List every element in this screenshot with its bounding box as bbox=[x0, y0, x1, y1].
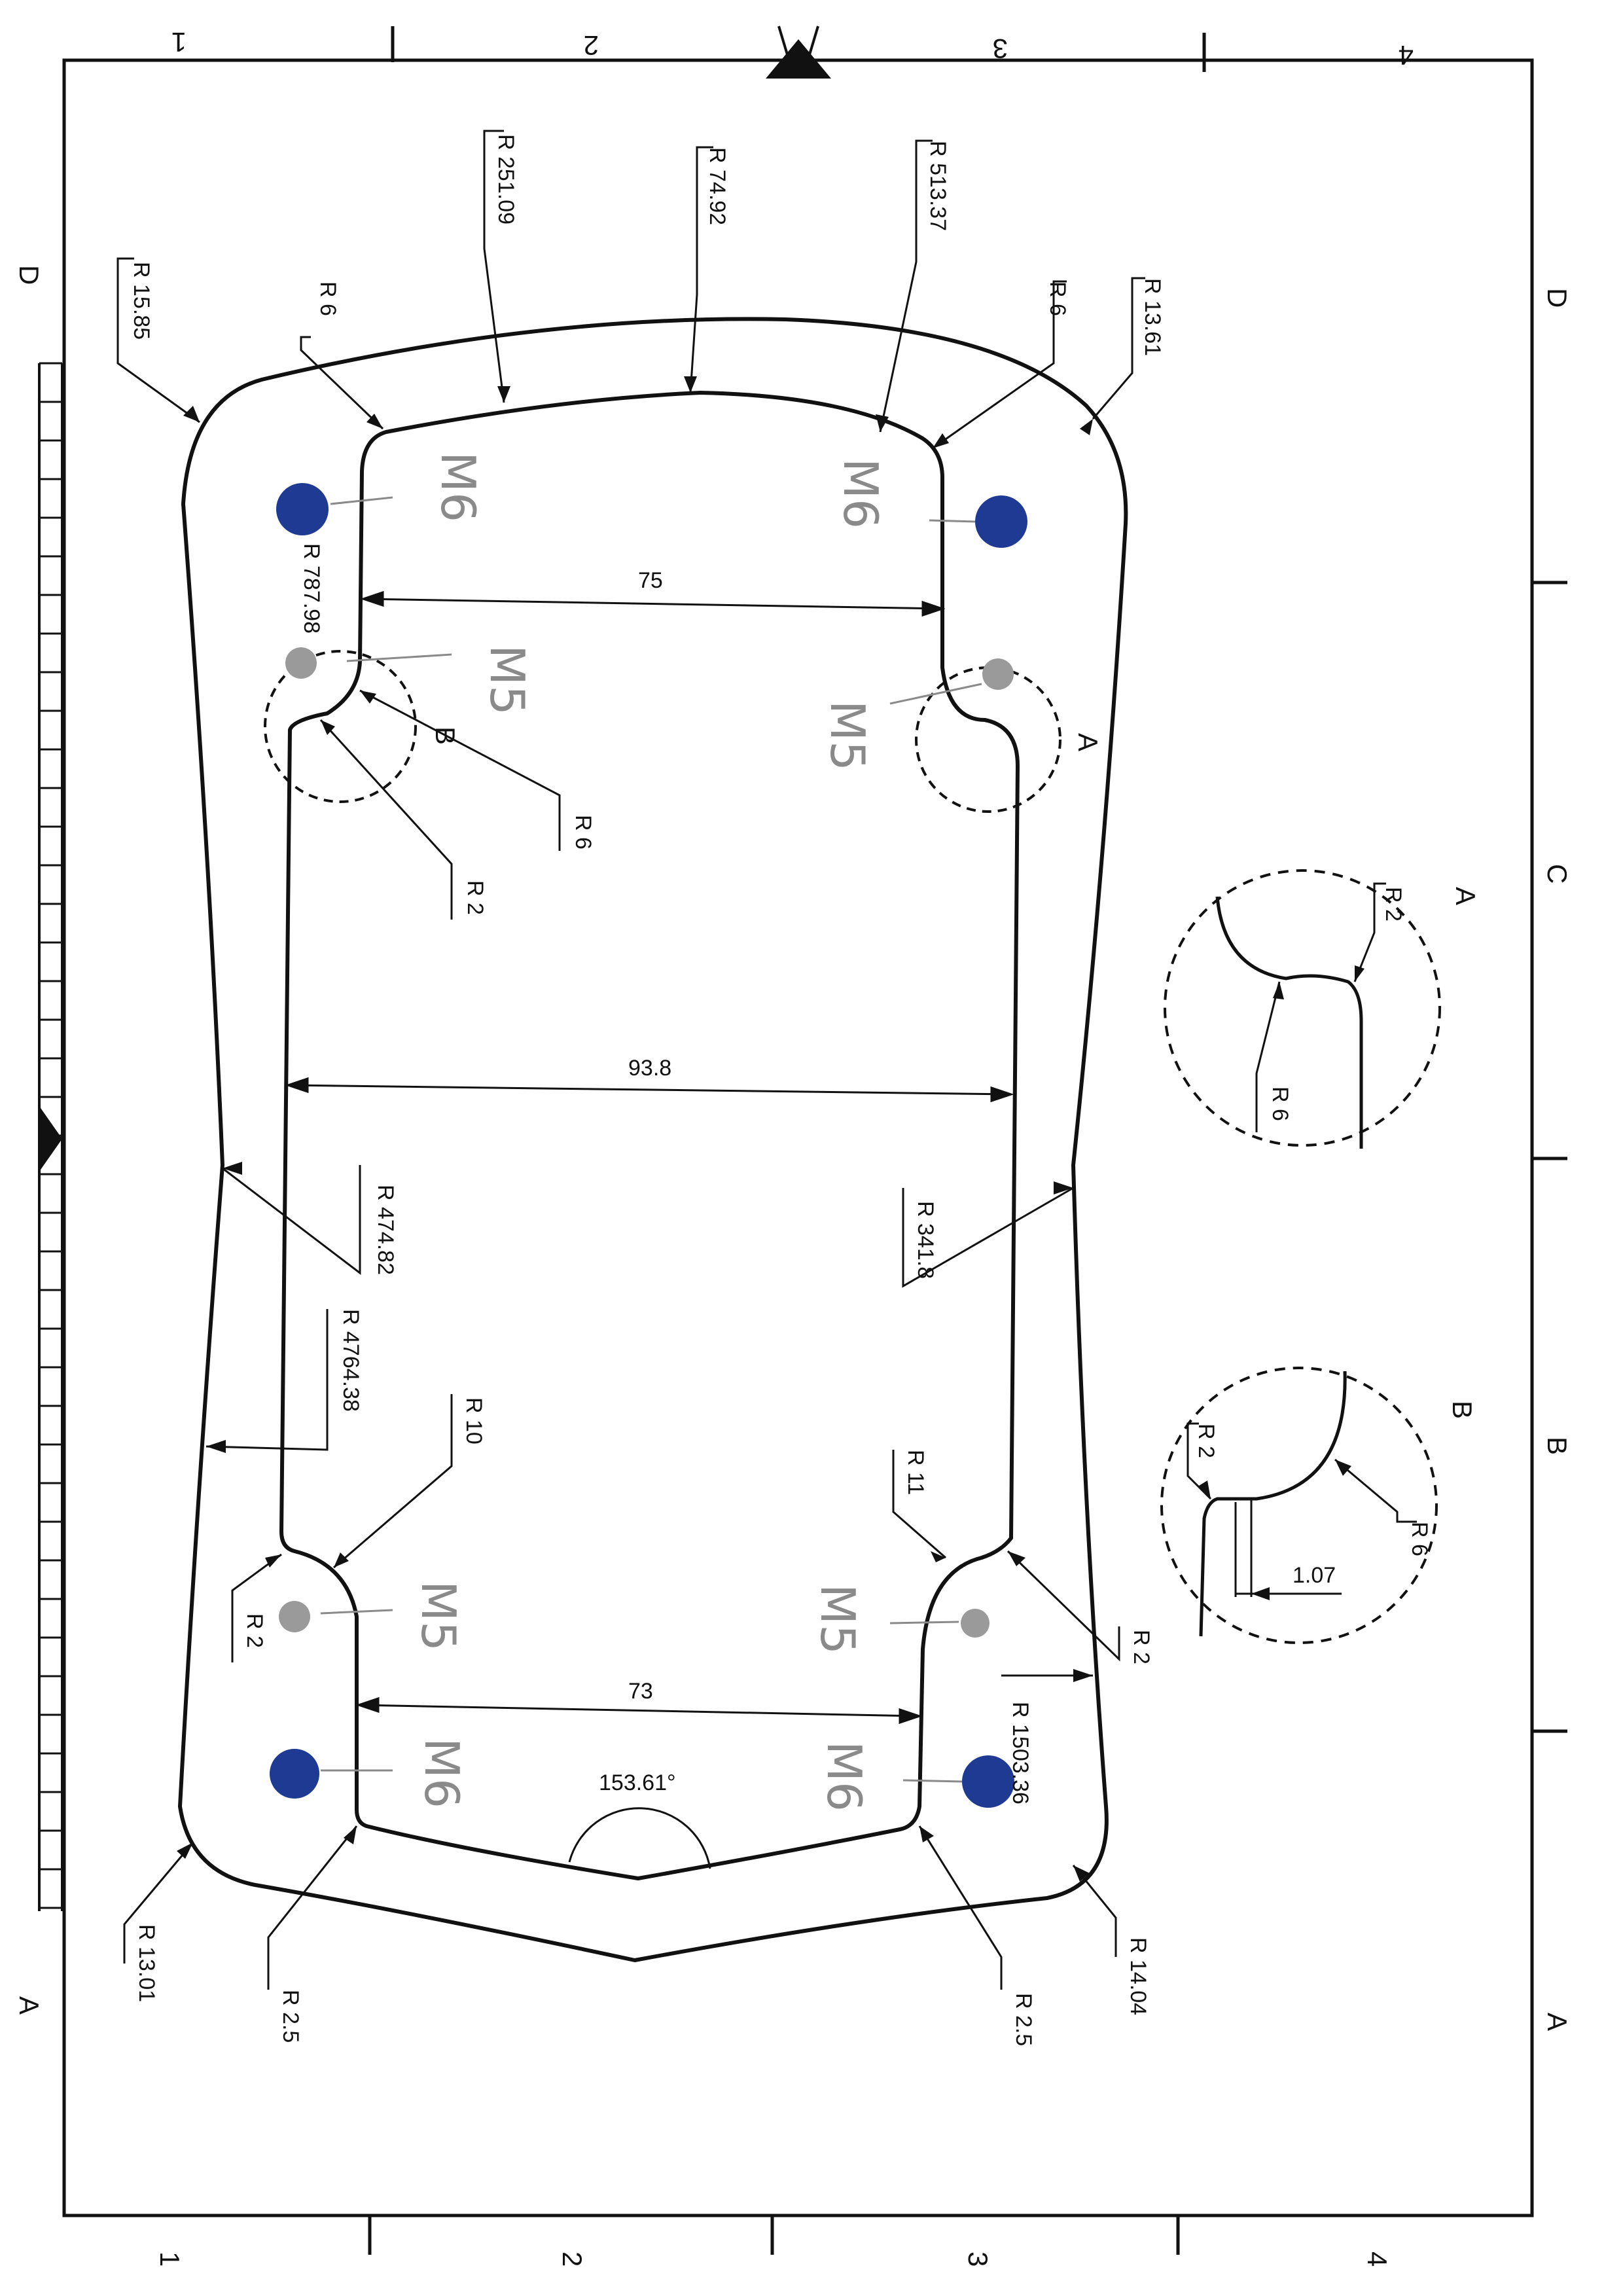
radius-outer-right-mid: R 341.8 bbox=[913, 1201, 938, 1279]
radius-outer-top-right: R 13.61 bbox=[1140, 278, 1165, 356]
detail-b-circle bbox=[1160, 1367, 1438, 1644]
radius-outer-left-lower: R 4764.38 bbox=[338, 1309, 363, 1412]
radius-bottom-left-r25: R 2.5 bbox=[278, 1990, 303, 2043]
zone-bottom-1: 1 bbox=[154, 2251, 185, 2267]
radius-lower-left-r2: R 2 bbox=[242, 1613, 267, 1648]
radius-outer-bottom-right: R 14.04 bbox=[1126, 1937, 1150, 2015]
zone-ticks-right bbox=[1532, 581, 1567, 1733]
zone-bottom-3: 3 bbox=[963, 2251, 993, 2267]
inner-profile bbox=[279, 390, 1020, 1881]
detail-b-offset: 1.07 bbox=[1293, 1563, 1336, 1588]
hole-m6-top-left bbox=[276, 483, 329, 535]
radius-outer-left-mid: R 474.82 bbox=[373, 1185, 398, 1275]
radius-inner-top-right: R 513.37 bbox=[925, 141, 950, 231]
radius-lower-right-r11: R 11 bbox=[903, 1450, 928, 1495]
radius-fillet-top-left: R 6 bbox=[315, 281, 340, 316]
note-m6-bottom-right: M6 bbox=[817, 1741, 872, 1812]
detail-a-callout-letter: A bbox=[1073, 733, 1103, 751]
hole-m5-bottom-right bbox=[961, 1609, 990, 1638]
detail-b-r6: R 6 bbox=[1407, 1522, 1432, 1556]
detail-b-r2: R 2 bbox=[1194, 1424, 1219, 1458]
row-left-d: D bbox=[14, 265, 45, 285]
ruler-ticks bbox=[39, 362, 62, 1909]
zone-top-2: 2 bbox=[584, 30, 599, 61]
zone-bottom-4: 4 bbox=[1362, 2251, 1393, 2267]
note-m6-top-left: M6 bbox=[431, 452, 486, 522]
centering-mark-top bbox=[766, 39, 831, 79]
angle-arc bbox=[568, 1807, 711, 1869]
detail-a-r2: R 2 bbox=[1381, 887, 1406, 922]
row-right-b: B bbox=[1542, 1437, 1573, 1455]
hole-m5-top-right bbox=[982, 658, 1014, 690]
row-right-a: A bbox=[1542, 2013, 1573, 2031]
note-m5-top-left: M5 bbox=[480, 645, 535, 715]
zone-top-1: 1 bbox=[171, 27, 187, 58]
radius-bottom-arc-right: R 1503.36 bbox=[1008, 1702, 1033, 1804]
note-m5-bottom-right: M5 bbox=[810, 1584, 865, 1655]
zone-top-4: 4 bbox=[1399, 40, 1414, 71]
dim-mid-width: 93.8 bbox=[628, 1056, 671, 1081]
hole-m5-bottom-left bbox=[279, 1601, 310, 1632]
detail-a-callout-circle bbox=[915, 666, 1061, 813]
radius-notch-b-r2: R 2 bbox=[463, 880, 488, 915]
dim-angle: 153.61° bbox=[599, 1770, 676, 1795]
note-m6-top-right: M6 bbox=[833, 458, 888, 529]
radius-inner-top-left: R 74.92 bbox=[705, 147, 730, 225]
radius-fillet-top-right: R 6 bbox=[1045, 281, 1070, 316]
row-right-d: D bbox=[1542, 288, 1573, 308]
centering-mark-left bbox=[39, 1106, 62, 1172]
zone-top-3: 3 bbox=[993, 33, 1008, 64]
dim-bottom-width: 73 bbox=[628, 1679, 653, 1704]
radius-outer-bottom-left: R 13.01 bbox=[134, 1924, 159, 2002]
radius-notch-b-r6: R 6 bbox=[571, 815, 596, 850]
dim-top-width: 75 bbox=[638, 568, 663, 593]
detail-a-profile bbox=[1215, 896, 1363, 1149]
detail-b-profile bbox=[1199, 1371, 1347, 1637]
detail-b-callout-circle bbox=[264, 650, 417, 803]
hole-m6-top-right bbox=[975, 495, 1027, 548]
row-left-a: A bbox=[14, 1996, 45, 2015]
hole-m6-bottom-left bbox=[270, 1749, 319, 1799]
detail-a-circle bbox=[1164, 869, 1441, 1147]
radius-bottom-right-r25: R 2.5 bbox=[1011, 1993, 1036, 2046]
outer-profile bbox=[177, 317, 1128, 1963]
note-m5-top-right: M5 bbox=[820, 700, 875, 771]
row-right-c: C bbox=[1542, 864, 1573, 884]
detail-a-r6: R 6 bbox=[1268, 1086, 1293, 1121]
hole-m5-top-left bbox=[285, 647, 317, 679]
radius-lower-right-r2: R 2 bbox=[1129, 1630, 1154, 1664]
zone-ticks-bottom bbox=[368, 2215, 1180, 2255]
radius-outer-top-edge: R 251.09 bbox=[493, 134, 518, 224]
zone-ticks-top bbox=[391, 26, 1206, 72]
radius-outer-top-left: R 15.85 bbox=[129, 262, 154, 340]
hole-m6-bottom-right bbox=[962, 1755, 1014, 1808]
radius-lower-left-r10: R 10 bbox=[461, 1397, 486, 1444]
note-m5-bottom-left: M5 bbox=[411, 1581, 466, 1651]
radius-side-left-upper: R 787.98 bbox=[299, 543, 324, 634]
detail-b-label: B bbox=[1447, 1401, 1478, 1419]
zone-bottom-2: 2 bbox=[557, 2251, 588, 2267]
detail-a-label: A bbox=[1450, 887, 1481, 905]
note-m6-bottom-left: M6 bbox=[414, 1738, 469, 1808]
